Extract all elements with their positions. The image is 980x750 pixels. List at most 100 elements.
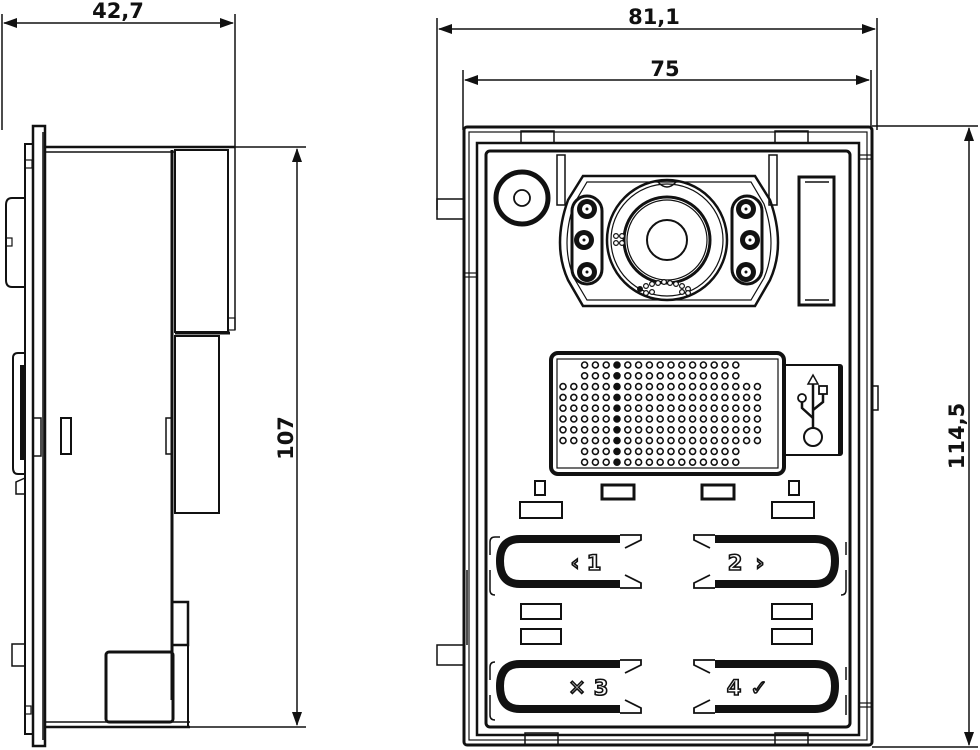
speaker-hole (731, 458, 740, 467)
speaker-hole (753, 382, 762, 391)
speaker-hole (559, 393, 567, 402)
dimension-outer-width: 81,1 (436, 5, 878, 210)
speaker-grille (549, 351, 786, 476)
speaker-hole (688, 382, 697, 391)
speaker-hole (753, 393, 762, 402)
speaker-hole (731, 425, 740, 434)
speaker-hole (602, 361, 611, 369)
speaker-hole (710, 436, 719, 445)
speaker-hole (559, 415, 567, 423)
speaker-hole (721, 458, 729, 467)
speaker-hole (623, 404, 632, 413)
speaker-hole (623, 361, 632, 369)
speaker-hole (559, 425, 567, 434)
speaker-hole (580, 393, 589, 402)
call-button-3[interactable]: 3 ✕ (495, 659, 642, 714)
speaker-hole (569, 415, 578, 423)
call-button-4[interactable]: 4 ✓ (693, 659, 840, 714)
ir-led-cluster-left (570, 194, 604, 286)
speaker-hole (753, 415, 762, 423)
camera-module (556, 154, 780, 308)
speaker-hole (591, 458, 600, 467)
speaker-hole (677, 371, 686, 380)
indicator-leds (519, 480, 815, 645)
speaker-hole (580, 436, 589, 445)
speaker-hole (710, 458, 719, 467)
speaker-hole (591, 404, 600, 413)
sensor-hole (684, 290, 691, 297)
speaker-hole (634, 404, 643, 413)
speaker-hole (656, 361, 665, 369)
speaker-hole (580, 458, 589, 467)
speaker-hole (634, 458, 643, 467)
speaker-hole (677, 415, 686, 423)
speaker-hole (667, 415, 675, 423)
speaker-hole (559, 404, 567, 413)
sensor-hole (648, 281, 655, 288)
speaker-hole (580, 425, 589, 434)
speaker-hole (753, 436, 762, 445)
speaker-hole (742, 415, 751, 423)
speaker-hole (580, 447, 589, 456)
speaker-hole (699, 371, 708, 380)
speaker-hole (688, 447, 697, 456)
speaker-hole (667, 447, 675, 456)
speaker-hole (656, 425, 665, 434)
speaker-hole (721, 436, 729, 445)
sensor-hole (678, 283, 685, 290)
speaker-hole (667, 458, 675, 467)
dimension-height-side-label: 107 (274, 416, 298, 460)
speaker-hole (753, 425, 762, 434)
speaker-hole (623, 436, 632, 445)
speaker-hole (569, 382, 578, 391)
speaker-hole (591, 436, 600, 445)
speaker-hole (721, 415, 729, 423)
button-2-symbol: › (756, 551, 765, 575)
speaker-hole (602, 447, 611, 456)
ir-led-cluster-right (730, 194, 764, 286)
button-1-symbol: ‹ (571, 551, 580, 575)
speaker-hole (613, 425, 621, 434)
call-button-1[interactable]: 1 ‹ (495, 534, 642, 589)
dimension-outer-height: 114,5 (872, 125, 978, 748)
speaker-hole (699, 404, 708, 413)
speaker-hole (677, 361, 686, 369)
speaker-holes (559, 361, 762, 467)
speaker-hole (580, 361, 589, 369)
speaker-hole (721, 404, 729, 413)
call-button-2[interactable]: 2 › (693, 534, 840, 589)
speaker-hole (742, 382, 751, 391)
speaker-hole (721, 447, 729, 456)
speaker-hole (645, 371, 654, 380)
speaker-hole (613, 415, 621, 423)
speaker-hole (688, 393, 697, 402)
speaker-hole (634, 436, 643, 445)
sensor-hole (636, 286, 643, 293)
speaker-hole (699, 436, 708, 445)
speaker-hole (677, 425, 686, 434)
speaker-hole (710, 361, 719, 369)
speaker-hole (699, 393, 708, 402)
speaker-hole (667, 404, 675, 413)
speaker-hole (634, 425, 643, 434)
sensor-hole (612, 240, 619, 247)
sensor-hole (654, 280, 661, 287)
speaker-hole (623, 382, 632, 391)
speaker-hole (634, 447, 643, 456)
microphone (493, 169, 551, 227)
sensor-hole (678, 289, 685, 296)
speaker-hole (591, 361, 600, 369)
speaker-hole (742, 425, 751, 434)
speaker-hole (699, 415, 708, 423)
speaker-hole (602, 382, 611, 391)
speaker-hole (602, 436, 611, 445)
sensor-hole (648, 289, 655, 296)
usb-port[interactable] (783, 364, 843, 456)
speaker-hole (602, 425, 611, 434)
speaker-hole (634, 393, 643, 402)
speaker-hole (742, 393, 751, 402)
speaker-hole (656, 393, 665, 402)
speaker-hole (623, 458, 632, 467)
speaker-hole (688, 415, 697, 423)
speaker-hole (656, 447, 665, 456)
